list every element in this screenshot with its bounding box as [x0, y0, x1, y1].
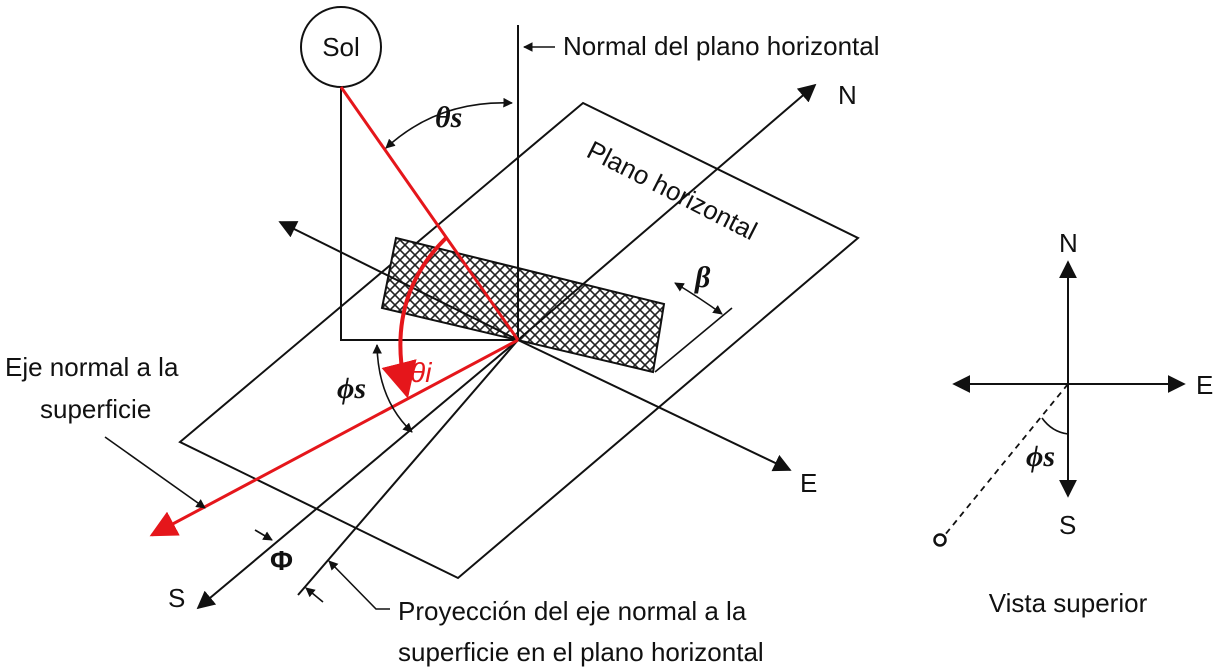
south-axis [196, 339, 519, 610]
sun-projection-lines [340, 87, 518, 341]
east-label: E [800, 468, 817, 498]
projection-pointer [328, 560, 390, 610]
normal-projection-line [297, 339, 519, 596]
projection-label-line2: superficie en el plano horizontal [398, 637, 764, 667]
north-label: N [838, 80, 857, 110]
top-view: N S E ϕs Vista superior [933, 228, 1213, 618]
zenith-angle-symbol: θs [435, 101, 462, 134]
west-axis [278, 221, 519, 341]
surface-normal-label-line1: Eje normal a la [5, 352, 179, 382]
projection-label-line1: Proyección del eje normal a la [398, 596, 747, 626]
tilted-surface [380, 236, 666, 374]
top-view-azimuth-symbol: ϕs [1026, 440, 1055, 473]
south-label: S [168, 583, 185, 613]
surface-normal-axis [149, 338, 519, 537]
surface-normal-pointer [104, 436, 206, 509]
horizontal-normal-label: Normal del plano horizontal [563, 31, 880, 61]
top-view-north-label: N [1059, 228, 1078, 258]
top-view-label: Vista superior [989, 588, 1148, 618]
surface-azimuth-tick-upper [254, 529, 273, 541]
tilt-angle-symbol: β [694, 261, 711, 294]
solar-azimuth-symbol: ϕs [337, 372, 366, 405]
horizontal-plane [178, 101, 860, 580]
incidence-angle-symbol: θi [410, 357, 432, 388]
top-view-south-label: S [1059, 510, 1076, 540]
sun-ray [339, 86, 520, 341]
solar-azimuth-arc [372, 344, 413, 433]
top-view-east-label: E [1196, 370, 1213, 400]
tilt-reference-line [654, 307, 733, 373]
surface-azimuth-symbol: Φ [270, 545, 293, 576]
north-axis [517, 83, 817, 341]
horizontal-plane-label: Plano horizontal [582, 135, 762, 246]
east-axis [517, 339, 792, 472]
top-view-azimuth-arc [1041, 417, 1069, 435]
top-view-sun-marker [933, 533, 947, 547]
surface-azimuth-tick-lower [305, 587, 324, 603]
sun-label: Sol [322, 32, 360, 62]
tilt-angle-arc [674, 282, 723, 315]
zenith-angle-arc [385, 97, 513, 149]
surface-normal-label-line2: superficie [40, 394, 151, 424]
